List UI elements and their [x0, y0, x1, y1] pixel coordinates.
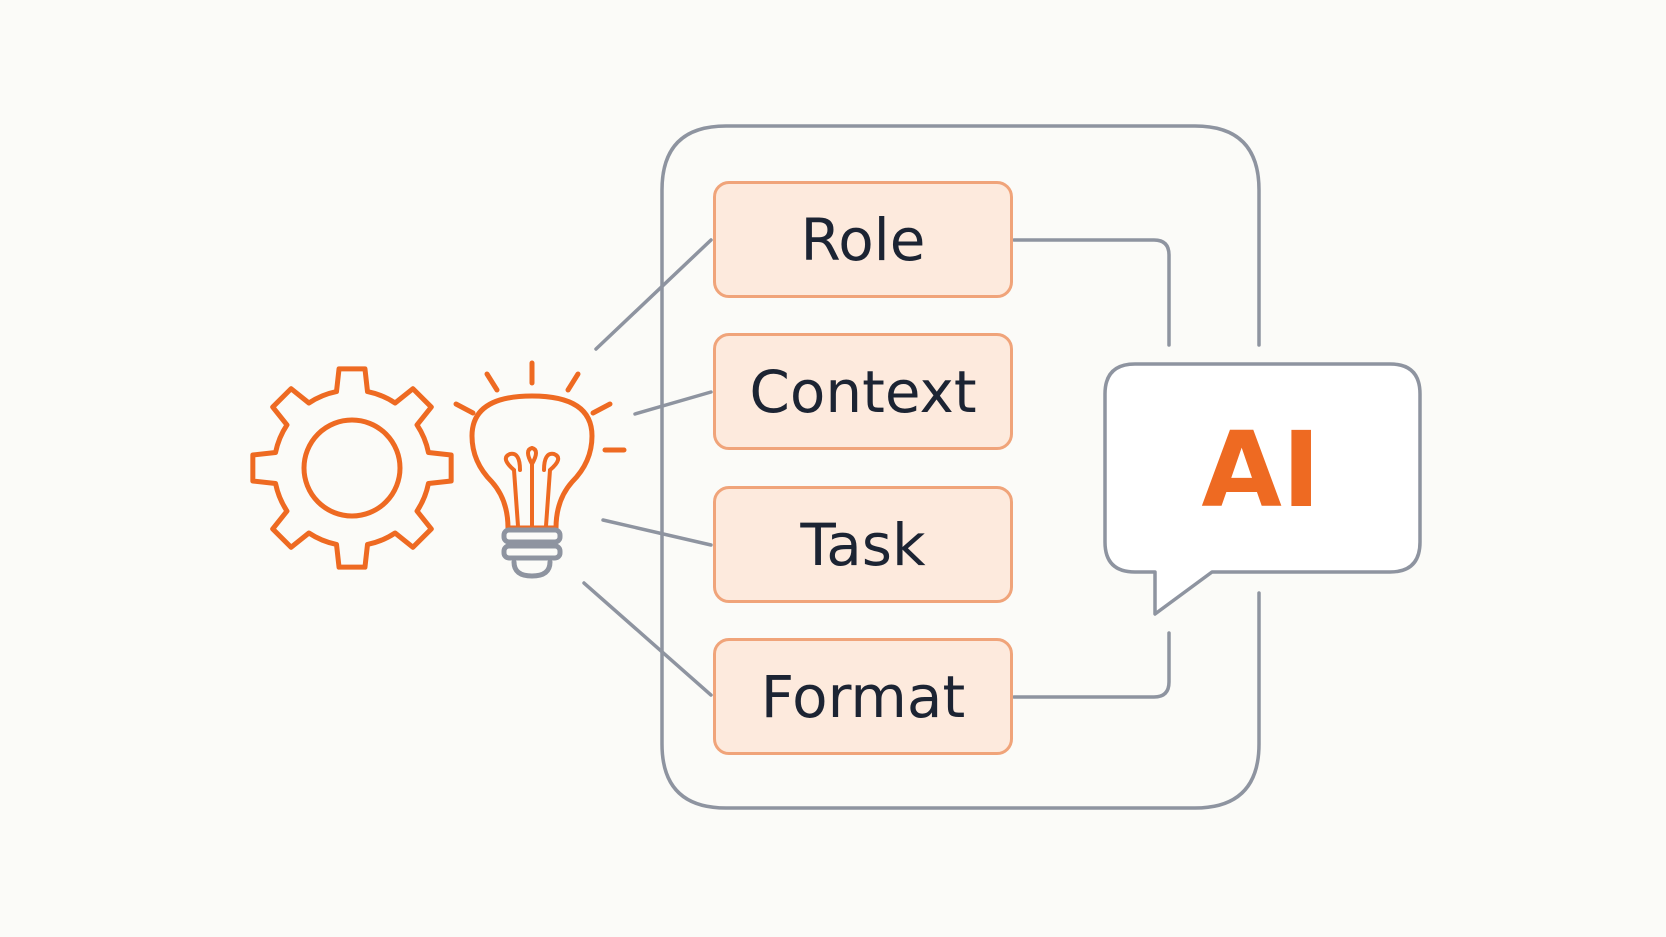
- ai-label: AI: [1201, 409, 1321, 531]
- component-label-format: Format: [760, 662, 966, 731]
- container-frame: [660, 124, 1261, 810]
- component-box-context: Context: [713, 333, 1013, 450]
- ai-speech-bubble: [1103, 362, 1422, 616]
- lightbulb-icon: [453, 360, 627, 579]
- component-label-task: Task: [800, 510, 926, 579]
- connector-task: [601, 518, 713, 547]
- component-label-role: Role: [800, 205, 926, 274]
- connector-format: [582, 581, 713, 697]
- connector-format-to-ai: [1012, 631, 1171, 699]
- connector-role-to-ai: [1012, 238, 1171, 347]
- component-box-task: Task: [713, 486, 1013, 603]
- connector-context: [633, 390, 713, 416]
- connector-role: [594, 238, 713, 351]
- component-box-role: Role: [713, 181, 1013, 298]
- gear-teeth-outline: [250, 366, 454, 570]
- gear-icon: [250, 366, 454, 570]
- component-box-format: Format: [713, 638, 1013, 755]
- component-label-context: Context: [749, 357, 977, 426]
